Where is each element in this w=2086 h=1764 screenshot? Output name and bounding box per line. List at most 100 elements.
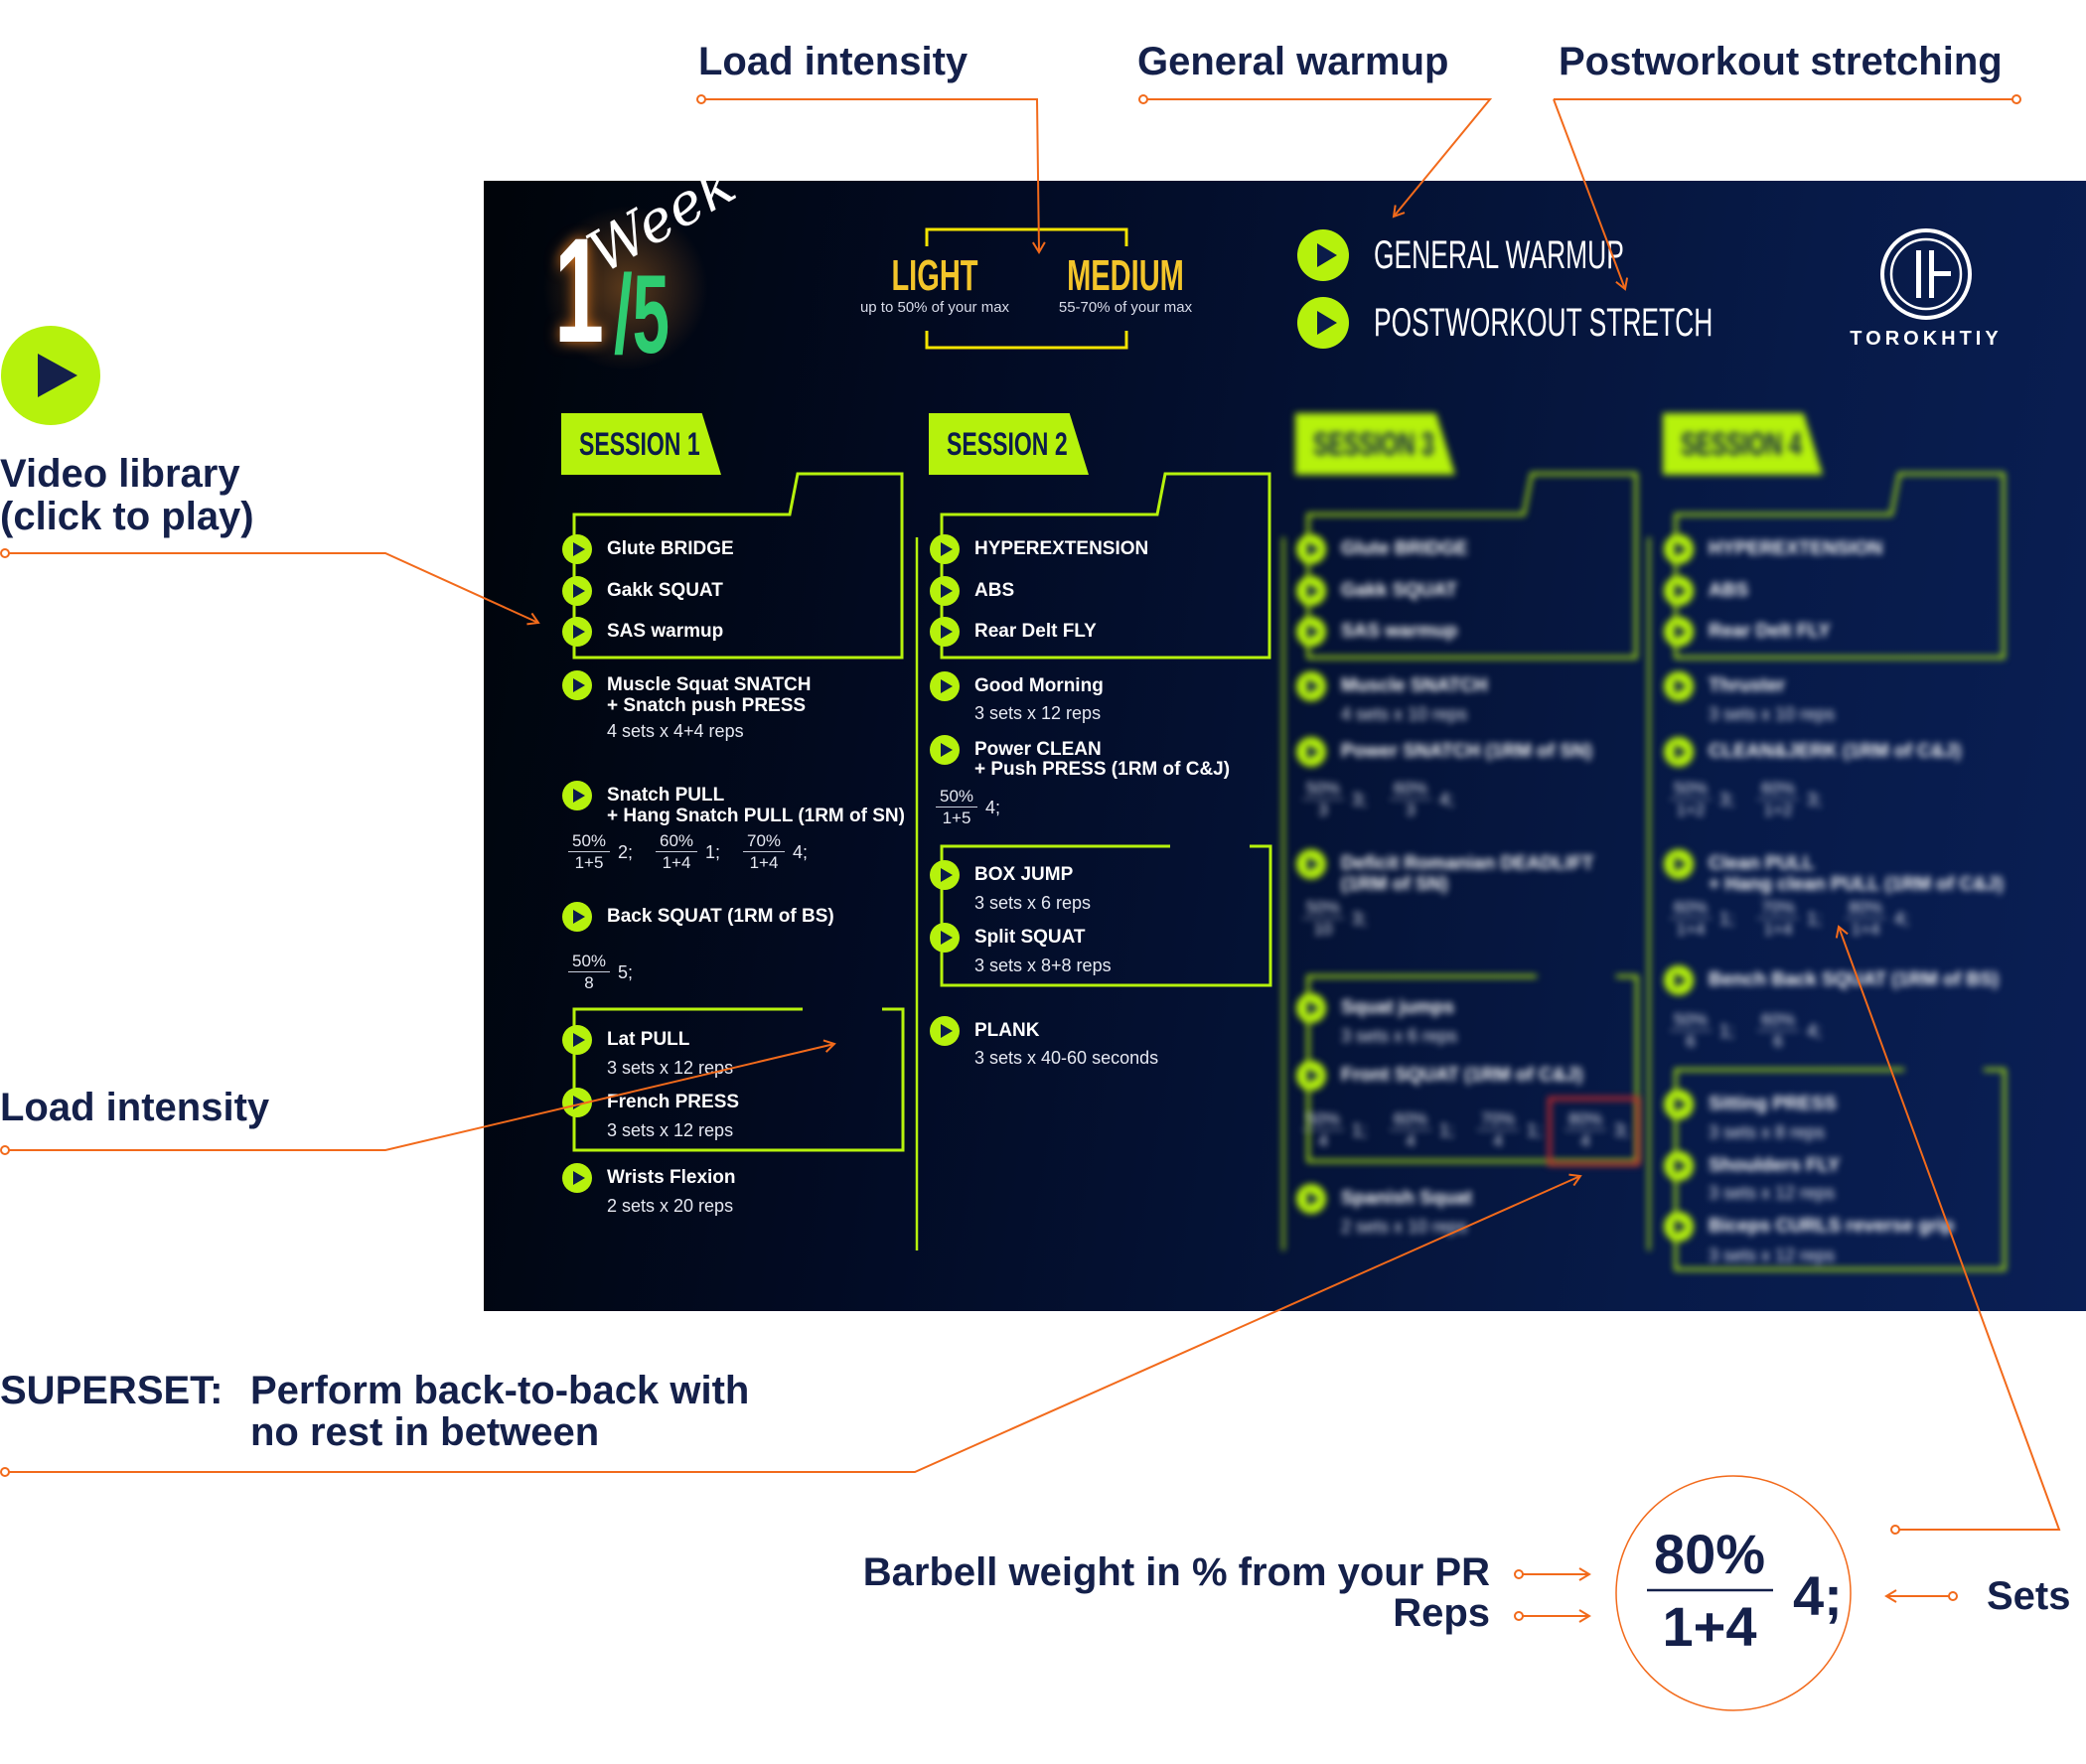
exercise-name[interactable]: Glute BRIDGE [607,538,734,559]
exercise-name[interactable]: CLEAN&JERK (1RM of C&J) [1709,741,1962,762]
exercise-name[interactable]: Power SNATCH (1RM of SN) [1341,741,1592,762]
play-icon[interactable] [1664,1212,1694,1242]
play-icon[interactable] [1664,1151,1694,1181]
exercise-name[interactable]: Deficit Romanian DEADLIFT [1341,853,1594,874]
exercise-name[interactable]: Clean PULL [1709,853,1815,874]
sets-reps: 3 sets x 8 reps [1709,1122,1826,1142]
play-icon[interactable] [562,902,592,932]
play-icon[interactable] [562,1025,592,1055]
play-icon[interactable] [1664,1090,1694,1119]
play-icon[interactable] [1296,617,1326,647]
exercise-name[interactable]: Glute BRIDGE [1341,538,1468,559]
play-icon[interactable] [1296,849,1326,879]
exercise-name[interactable]: SAS warmup [607,621,724,642]
load-percent: 60% [1390,778,1431,800]
exercise-name[interactable]: ABS [974,580,1015,601]
exercise-name[interactable]: HYPEREXTENSION [1709,538,1883,559]
play-icon[interactable] [562,1088,592,1117]
exercise-name[interactable]: Sitting PRESS [1709,1094,1837,1114]
exercise-name[interactable]: ABS [1709,580,1749,601]
play-icon[interactable] [930,1016,960,1046]
play-icon[interactable] [930,576,960,606]
workout-plan-panel: 1 Week /5 LIGHT up to 50% of your max ME… [484,181,2086,1311]
exercise-name[interactable]: Gakk SQUAT [607,580,723,601]
exercise-name[interactable]: Muscle Squat SNATCH [607,674,812,695]
play-icon[interactable] [1664,617,1694,647]
play-icon[interactable] [562,781,592,810]
exercise-name[interactable]: BOX JUMP [974,864,1074,885]
video-library-play-button[interactable] [1,326,100,425]
sets-reps: 4 sets x 10 reps [1341,704,1468,724]
exercise-name[interactable]: Muscle SNATCH [1341,675,1488,696]
exercise-name[interactable]: Split SQUAT [974,927,1086,948]
load-sets: 1; [1807,909,1823,929]
load-reps: 4 [1406,1131,1416,1150]
session-tab[interactable]: SESSION 1 [561,413,721,475]
play-icon[interactable] [562,576,592,606]
play-icon[interactable] [930,860,960,890]
exercise-name[interactable]: Front SQUAT (1RM of C&J) [1341,1065,1583,1086]
exercise-name[interactable]: Squat jumps [1341,997,1455,1018]
load-reps: 1+4 [662,853,691,872]
play-icon[interactable] [1296,576,1326,606]
play-icon[interactable] [1297,229,1349,281]
play-icon[interactable] [1297,297,1349,349]
exercise-name[interactable]: Shoulders FLY [1709,1155,1841,1176]
play-icon[interactable] [1664,965,1694,995]
play-icon[interactable] [1296,993,1326,1023]
play-icon[interactable] [930,671,960,701]
play-icon[interactable] [1296,1061,1326,1091]
play-icon[interactable] [930,617,960,647]
sets-reps: 3 sets x 10 reps [1709,704,1836,724]
exercise-name[interactable]: HYPEREXTENSION [974,538,1149,559]
session-tab[interactable]: SESSION 4 [1663,413,1823,475]
postworkout-stretch-label[interactable]: POSTWORKOUT STRETCH [1374,301,1714,345]
exercise-name[interactable]: Rear Delt FLY [974,621,1097,642]
play-icon[interactable] [930,534,960,564]
session-tab[interactable]: SESSION 2 [929,413,1089,475]
load-fraction: 70%4 [1477,1108,1519,1151]
load-percent: 50% [1302,897,1344,919]
play-icon[interactable] [1664,534,1694,564]
session-label: SESSION 4 [1681,426,1802,462]
play-icon[interactable] [562,534,592,564]
exercise-name[interactable]: Power CLEAN [974,739,1102,760]
play-icon[interactable] [930,735,960,765]
load-reps: 1+2 [1763,801,1793,819]
annotation-load-intensity-left: Load intensity [0,1086,270,1129]
play-icon[interactable] [1296,737,1326,767]
play-icon[interactable] [1664,576,1694,606]
exercise-name[interactable]: Back SQUAT (1RM of BS) [607,906,834,927]
load-fraction: 70%1+4 [743,830,785,873]
annotation-load-intensity-top: Load intensity [698,40,968,83]
exercise-name[interactable]: Lat PULL [607,1029,690,1050]
play-icon[interactable] [1296,671,1326,701]
exercise-name[interactable]: Wrists Flexion [607,1167,736,1188]
exercise-name[interactable]: French PRESS [607,1092,740,1112]
play-icon[interactable] [562,670,592,700]
exercise-name[interactable]: Thruster [1709,675,1786,696]
sets-reps: 3 sets x 12 reps [974,703,1102,723]
exercise-name[interactable]: Good Morning [974,675,1104,696]
exercise-name-secondary: + Hang Snatch PULL (1RM of SN) [607,806,905,826]
exercise-name[interactable]: SAS warmup [1341,621,1458,642]
play-icon[interactable] [1296,1184,1326,1214]
exercise-name[interactable]: Snatch PULL [607,785,725,806]
play-icon[interactable] [1664,737,1694,767]
intensity-medium-label: MEDIUM [1067,251,1184,300]
exercise-name[interactable]: Gakk SQUAT [1341,580,1457,601]
load-sets: 1; [1719,1021,1735,1041]
play-icon[interactable] [1664,849,1694,879]
session-tab[interactable]: SESSION 3 [1295,413,1455,475]
play-icon[interactable] [930,923,960,953]
load-reps: 1+4 [749,853,779,872]
exercise-name[interactable]: Spanish Squat [1341,1188,1472,1209]
play-icon[interactable] [1664,671,1694,701]
exercise-name[interactable]: Biceps CURLS reverse grip [1709,1216,1955,1237]
play-icon[interactable] [1296,534,1326,564]
play-icon[interactable] [562,617,592,647]
play-icon[interactable] [562,1163,592,1193]
exercise-name[interactable]: Rear Delt FLY [1709,621,1831,642]
exercise-name[interactable]: PLANK [974,1020,1040,1041]
exercise-name[interactable]: Bench Back SQUAT (1RM of BS) [1709,969,2000,990]
